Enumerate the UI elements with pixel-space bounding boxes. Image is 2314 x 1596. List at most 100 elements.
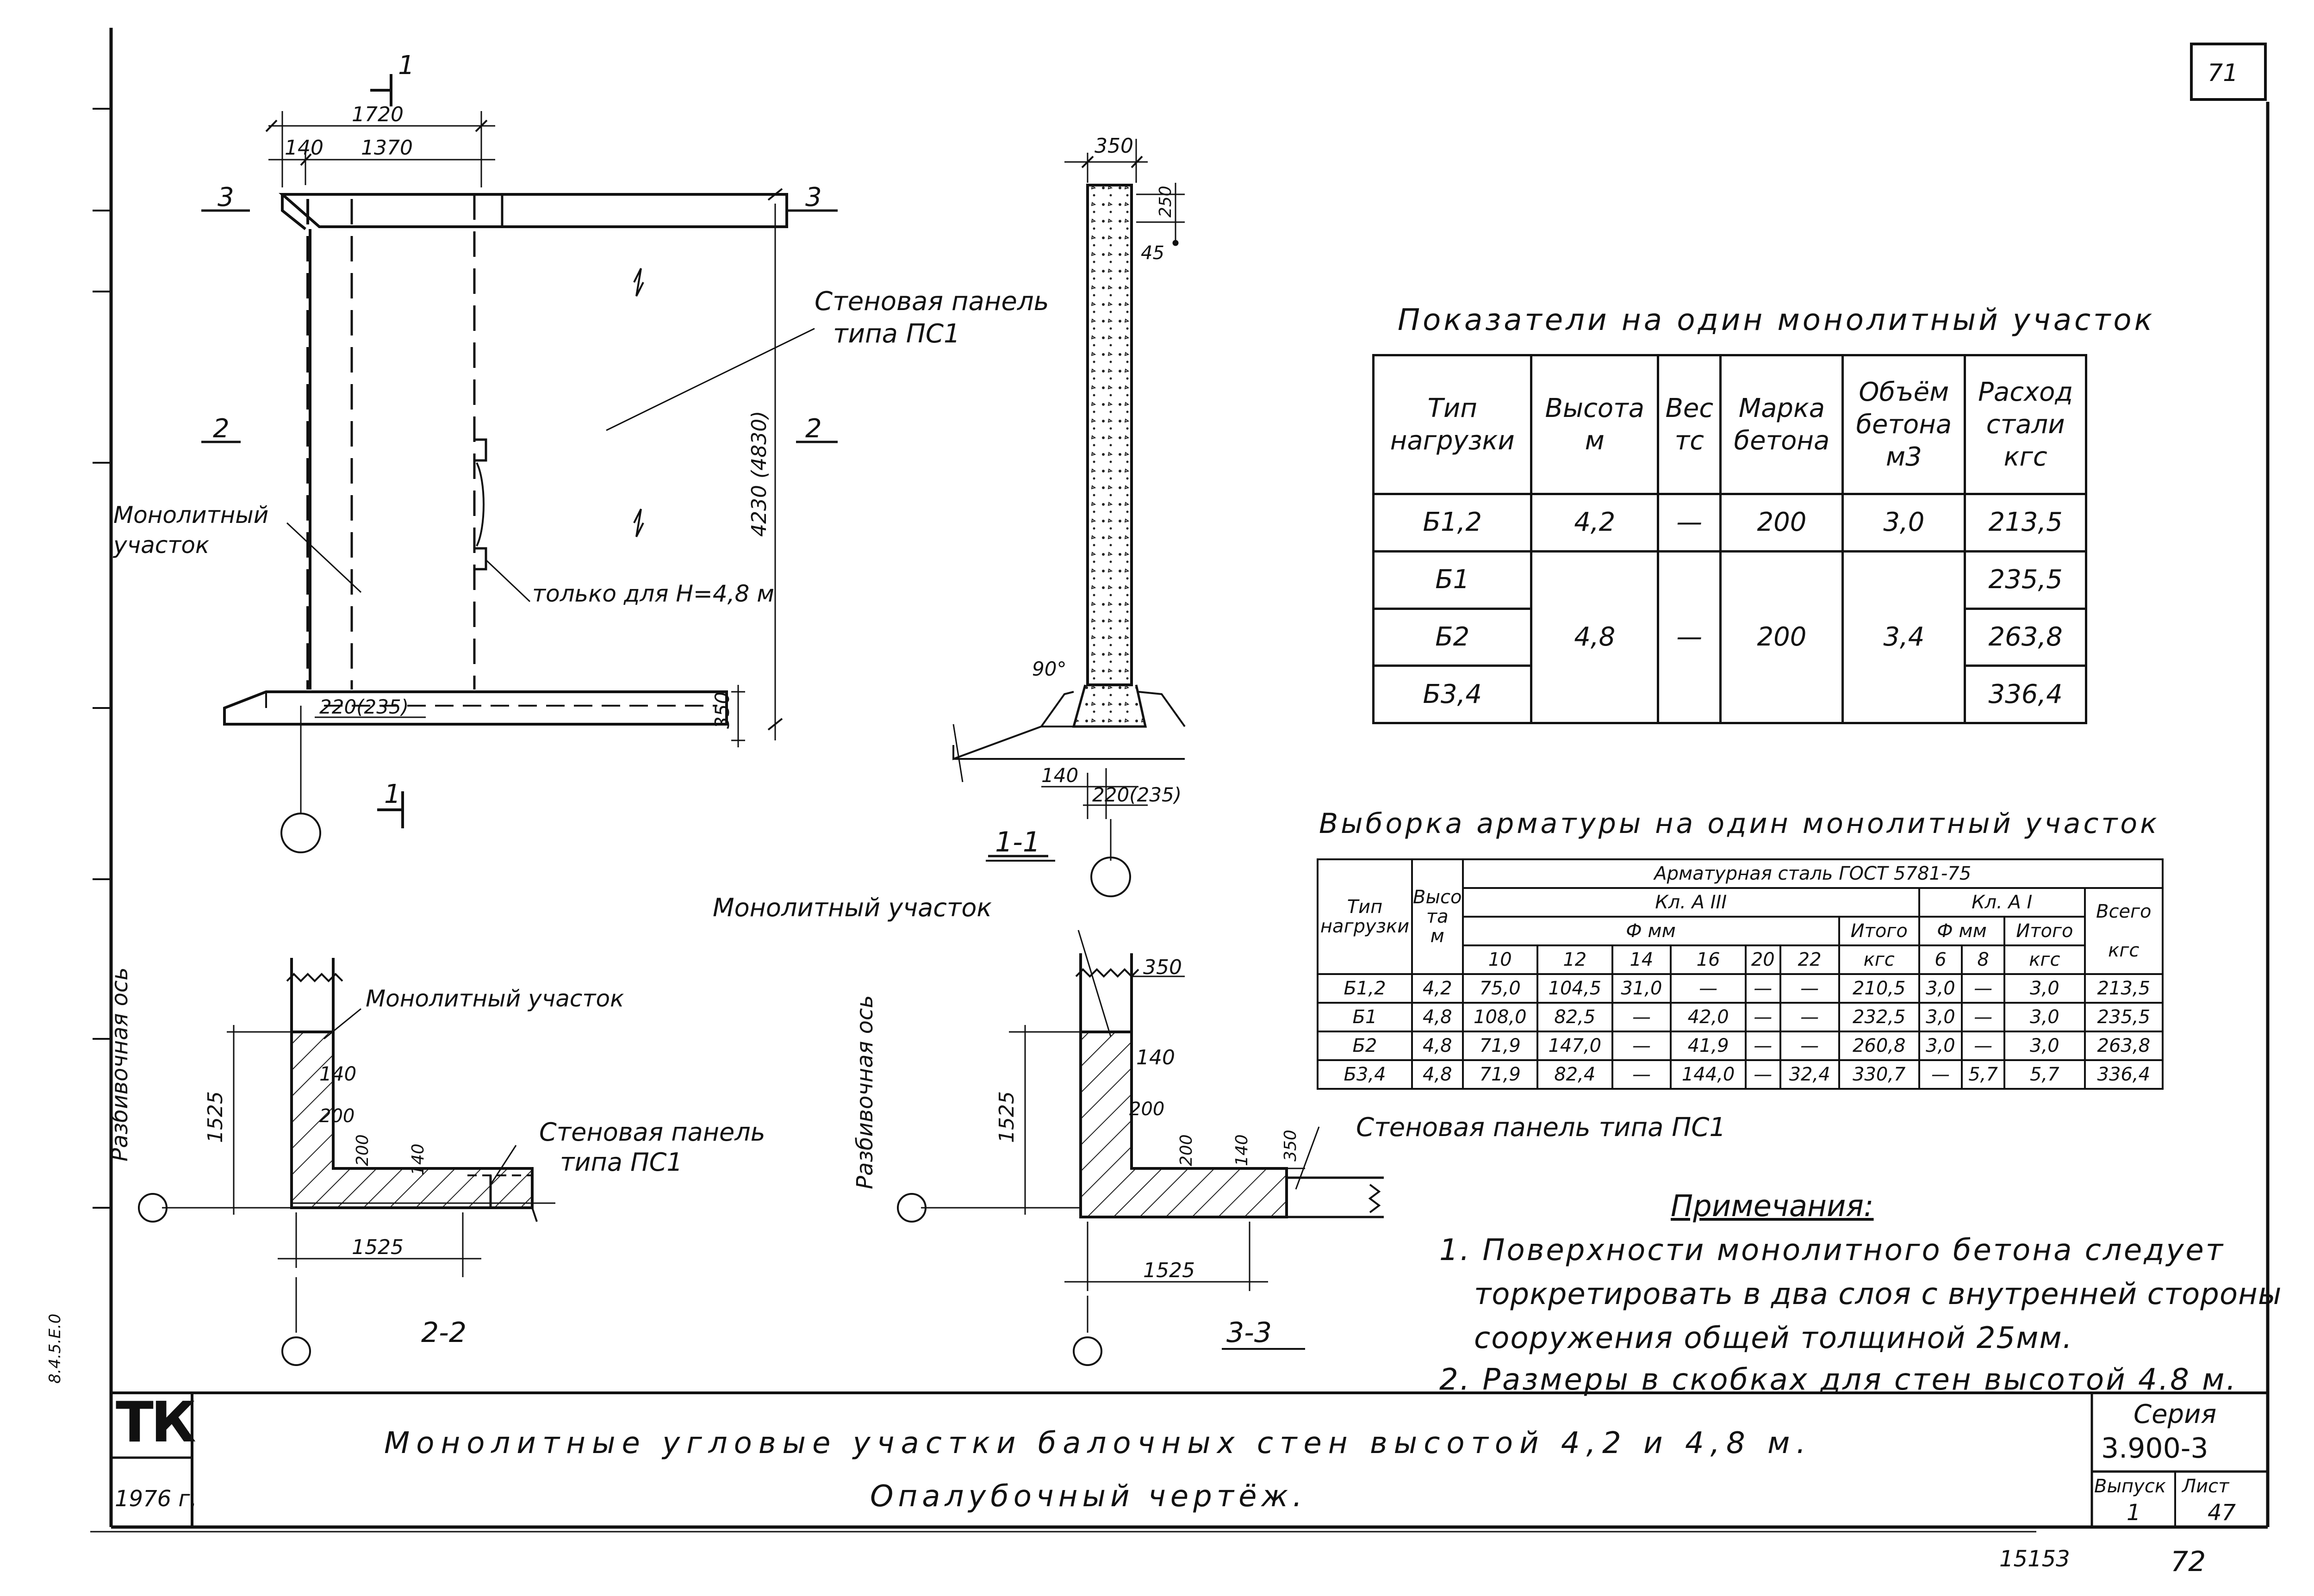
section2-axis-label: Разбивочная ось [107, 967, 133, 1161]
section3-dim-200b: 200 [1177, 1134, 1196, 1166]
section3-axis-label: Разбивочная ось [852, 995, 878, 1189]
table-cell: 3,4 [1841, 550, 1966, 725]
table-cell: 200 [1719, 550, 1844, 725]
rebar-header-diam1: Ф мм [1918, 916, 2006, 946]
stamp-code: 15153 [1999, 1546, 2070, 1572]
table-cell: 263,8 [1964, 607, 2087, 667]
table-cell: 71,9 [1462, 1059, 1539, 1090]
table-cell: 235,5 [2084, 1002, 2164, 1032]
title-block-org: ТК [116, 1391, 196, 1455]
section2-monolith-label: Монолитный участок [366, 985, 624, 1012]
table-cell: 5,7 [2003, 1059, 2086, 1090]
table-cell: 210,5 [1838, 973, 1920, 1004]
table-cell: — [1657, 493, 1722, 553]
table-cell: Б3,4 [1372, 664, 1533, 724]
section3-dim-1525v: 1525 [995, 1091, 1019, 1143]
elevation-cut-2-right: 2 [805, 414, 822, 444]
section3-dim-350b: 350 [1281, 1130, 1300, 1161]
table-cell: 3,0 [1841, 493, 1966, 553]
section1-caption: 1-1 [995, 826, 1040, 858]
section1-dim-top: 350 [1095, 134, 1133, 158]
table-cell: Б2 [1317, 1031, 1413, 1061]
elevation-cut-3-right: 3 [805, 182, 822, 212]
rebar-header-steel: Арматурная сталь ГОСТ 5781-75 [1462, 858, 2164, 889]
section3-monolith-label: Монолитный участок [713, 893, 992, 922]
rebar-diam-cell: 20 [1744, 944, 1781, 975]
rebar-diam-cell: 6 [1918, 944, 1963, 975]
elevation-monolith-label-1: Монолитный [113, 502, 268, 528]
section1-dim-250: 250 [1156, 186, 1175, 217]
table-cell: 4,2 [1530, 493, 1660, 553]
table-cell: 260,8 [1838, 1031, 1920, 1061]
elevation-note-only-for: только для Н=4,8 м [532, 580, 774, 607]
section1-dim-140: 140 [1041, 764, 1078, 787]
table-cell: — [1670, 973, 1747, 1004]
rebar-header-itogo3: Итого [1838, 916, 1920, 946]
elevation-panel-label-1: Стеновая панель [815, 286, 1049, 317]
rebar-kgs-cell: кгс [2003, 944, 2086, 975]
table-cell: 4,8 [1530, 550, 1660, 725]
table-cell: — [1611, 1002, 1672, 1032]
table-cell: 213,5 [1964, 493, 2087, 553]
rebar-diam-cell: 16 [1670, 944, 1747, 975]
elevation-section-mark-bottom: 1 [384, 779, 401, 809]
elevation-dim-base: 220(235) [319, 696, 409, 718]
table-cell: 104,5 [1536, 973, 1613, 1004]
table-cell: Б3,4 [1317, 1059, 1413, 1090]
table-cell: — [1779, 1002, 1840, 1032]
table-cell: — [1961, 1002, 2006, 1032]
table-cell: 4,2 [1411, 973, 1464, 1004]
section1-dim-45: 45 [1141, 242, 1164, 264]
table-cell: — [1744, 1002, 1781, 1032]
rebar-diam-cell: 22 [1779, 944, 1840, 975]
table-cell: 4,8 [1411, 1059, 1464, 1090]
section3-dim-1525h: 1525 [1143, 1259, 1195, 1282]
rebar-diam-cell: 10 [1462, 944, 1539, 975]
section2-caption: 2-2 [421, 1317, 467, 1349]
title-block-series-label: Серия [2134, 1399, 2216, 1429]
rebar-diam-cell: 8 [1961, 944, 2006, 975]
elevation-monolith-label-2: участок [112, 532, 209, 559]
table-cell: — [1744, 1059, 1781, 1090]
table-cell: 200 [1719, 493, 1844, 553]
table-cell: 330,7 [1838, 1059, 1920, 1090]
elevation-section-mark-top: 1 [398, 50, 415, 81]
section2-dim-200b: 200 [353, 1134, 372, 1166]
page-number: 71 [2208, 59, 2238, 87]
table-cell: 3,0 [2003, 1031, 2086, 1061]
elevation-dim-left: 140 [285, 136, 323, 160]
title-block-sheet-label: Лист [2181, 1476, 2230, 1497]
section3-dim-140b: 140 [1232, 1134, 1251, 1166]
title-block-year: 1976 г. [115, 1486, 197, 1512]
section2-dim-140b: 140 [409, 1143, 428, 1175]
table-cell: 82,5 [1536, 1002, 1613, 1032]
title-block-sheet-value: 47 [2208, 1500, 2236, 1526]
table-cell: — [1961, 1031, 2006, 1061]
table-cell: — [1779, 973, 1840, 1004]
notes-item-1-cont-2: сооружения общей толщиной 25мм. [1474, 1321, 2073, 1355]
elevation-view [201, 74, 838, 853]
table-cell: 3,0 [1918, 1002, 1963, 1032]
elevation-dim-right: 1370 [361, 136, 413, 160]
table-cell: 41,9 [1670, 1031, 1747, 1061]
table-cell: 3,0 [1918, 1031, 1963, 1061]
table-cell: — [1744, 973, 1781, 1004]
title-block-series-value: 3.900-3 [2101, 1432, 2208, 1465]
sheet-number-bottom: 72 [2171, 1546, 2206, 1578]
section3-dim-140: 140 [1136, 1046, 1175, 1069]
table-cell: 108,0 [1462, 1002, 1539, 1032]
table-cell: 232,5 [1838, 1002, 1920, 1032]
rebar-diam-cell: 14 [1611, 944, 1672, 975]
elevation-cut-2-left: 2 [213, 414, 230, 444]
